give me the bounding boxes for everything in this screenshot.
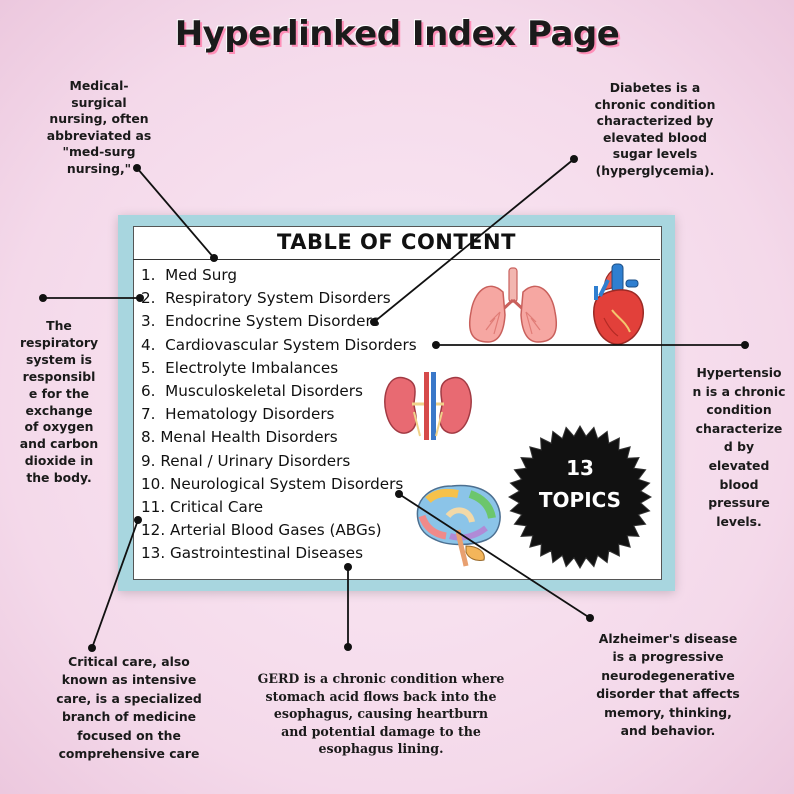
connector-dot	[134, 516, 142, 524]
connector-dot	[395, 490, 403, 498]
page-title: Hyperlinked Index Page	[174, 14, 620, 54]
note-hypertension: Hypertensio n is a chronic condition cha…	[692, 365, 786, 529]
connector-dot	[133, 164, 141, 172]
connector-dot	[586, 614, 594, 622]
toc-item-critical-care[interactable]: 11. Critical Care	[141, 497, 264, 516]
toc-item-mental-health[interactable]: 8. Menal Health Disorders	[141, 428, 338, 447]
toc-item-endocrine[interactable]: 3. Endocrine System Disorders	[141, 312, 380, 331]
connector-dot	[136, 294, 144, 302]
lungs-icon	[468, 267, 558, 343]
toc-item-hematology[interactable]: 7. Hematology Disorders	[141, 405, 335, 424]
connector-dot	[344, 563, 352, 571]
toc-item-respiratory[interactable]: 2. Respiratory System Disorders	[141, 289, 391, 308]
note-med-surg: Medical- surgical nursing, often abbrevi…	[46, 78, 152, 176]
note-diabetes: Diabetes is a chronic condition characte…	[594, 80, 716, 178]
note-critical-care: Critical care, also known as intensive c…	[56, 654, 202, 762]
toc-heading: TABLE OF CONTENT	[133, 226, 660, 260]
toc-item-abgs[interactable]: 12. Arterial Blood Gases (ABGs)	[141, 521, 382, 540]
connector-dot	[570, 155, 578, 163]
connector-dot	[344, 643, 352, 651]
toc-item-musculoskeletal[interactable]: 6. Musculoskeletal Disorders	[141, 381, 363, 400]
brain-icon	[416, 484, 501, 567]
topics-badge-text: 13 TOPICS	[538, 456, 622, 512]
connector-dot	[432, 341, 440, 349]
connector-dot	[210, 254, 218, 262]
toc-list: 1. Med Surg 2. Respiratory System Disord…	[141, 264, 417, 565]
toc-item-electrolyte[interactable]: 5. Electrolyte Imbalances	[141, 358, 339, 377]
toc-item-med-surg[interactable]: 1. Med Surg	[141, 266, 237, 284]
toc-item-neurological[interactable]: 10. Neurological System Disorders	[141, 474, 404, 493]
note-gerd: GERD is a chronic condition where stomac…	[257, 671, 505, 756]
note-respiratory: The respiratory system is responsibl e f…	[19, 318, 99, 486]
connector-dot	[39, 294, 47, 302]
connector-dot	[88, 644, 96, 652]
toc-item-renal[interactable]: 9. Renal / Urinary Disorders	[141, 451, 351, 470]
note-alzheimers: Alzheimer's disease is a progressive neu…	[596, 631, 740, 739]
kidneys-icon	[384, 372, 472, 440]
connector-dot	[741, 341, 749, 349]
heart-icon	[593, 263, 644, 345]
connector-dot	[370, 318, 378, 326]
topics-badge	[508, 425, 652, 569]
toc-item-gastrointestinal[interactable]: 13. Gastrointestinal Diseases	[141, 544, 363, 563]
toc-item-cardiovascular[interactable]: 4. Cardiovascular System Disorders	[141, 335, 417, 354]
